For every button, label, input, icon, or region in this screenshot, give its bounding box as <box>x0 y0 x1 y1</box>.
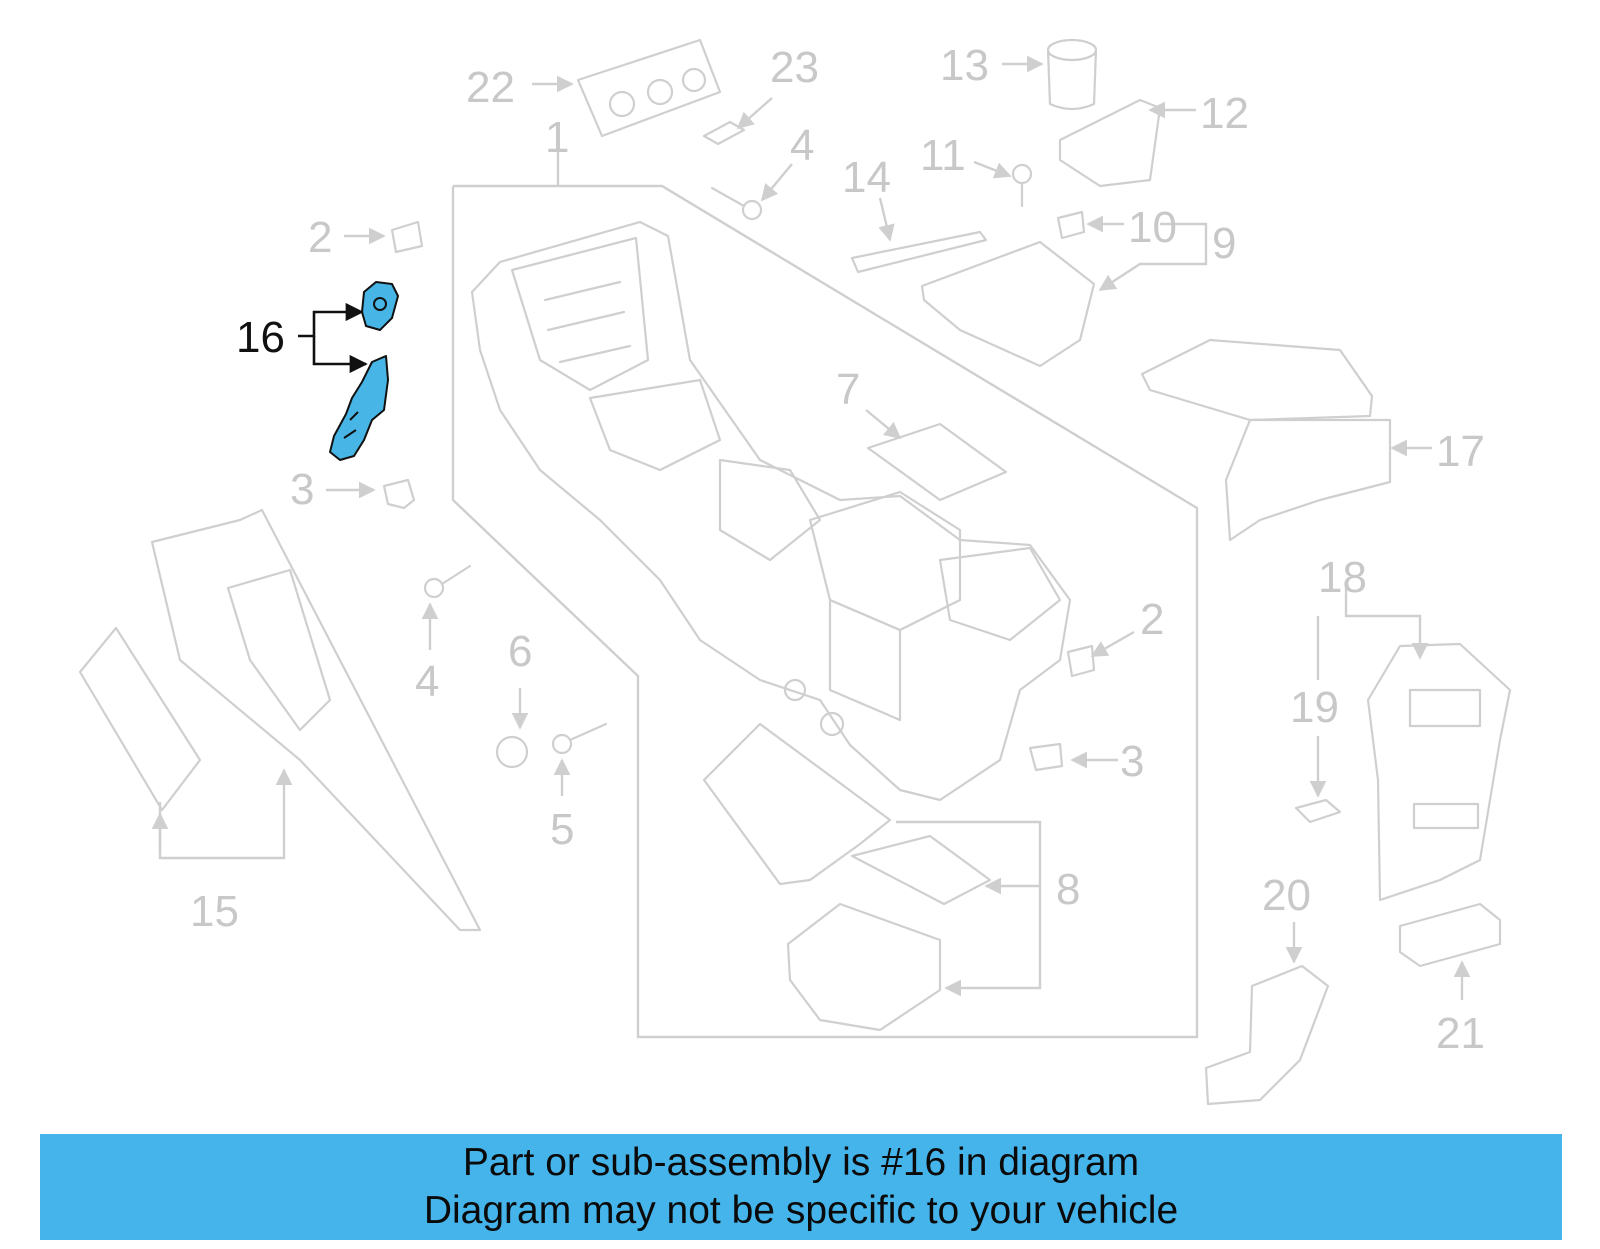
part-8-trays <box>702 722 992 1032</box>
callout-labels: 22 23 1 4 13 12 11 14 10 9 2 16 3 4 6 5 … <box>190 41 1485 1058</box>
center-console-body <box>470 220 1072 802</box>
callout-5: 5 <box>550 805 574 854</box>
part-7-mat <box>866 422 1008 502</box>
callout-17: 17 <box>1436 427 1485 476</box>
callout-19: 19 <box>1290 683 1339 732</box>
part-21-vent <box>1398 902 1502 968</box>
callout-20: 20 <box>1262 871 1311 920</box>
part-16-upper-bracket <box>361 281 399 331</box>
callout-4-top: 4 <box>790 121 814 170</box>
part-3-clip-left <box>382 478 416 510</box>
part-16-lower-bracket <box>329 355 389 461</box>
callout-16: 16 <box>236 313 285 362</box>
part-16-bracket <box>329 281 399 461</box>
banner-line-disclaimer: Diagram may not be specific to your vehi… <box>423 1189 1179 1232</box>
part-16-lower-detail <box>343 411 359 439</box>
part-15-side-trim <box>78 508 482 932</box>
callout-22: 22 <box>466 63 515 112</box>
part-16-upper-hole <box>373 297 387 311</box>
part-16-leader <box>298 302 368 374</box>
banner-line-part: Part or sub-assembly is #16 in diagram <box>462 1141 1140 1184</box>
part-11-bolt <box>1011 163 1033 208</box>
assembly-outline <box>451 140 1199 1039</box>
callout-2-right: 2 <box>1140 595 1164 644</box>
part-14-strip <box>850 230 988 274</box>
callout-2-left: 2 <box>308 213 332 262</box>
callout-6: 6 <box>508 627 532 676</box>
callout-18: 18 <box>1318 553 1367 602</box>
part-2-clip-right <box>1066 644 1096 678</box>
part-18-rear-panel <box>1366 642 1512 902</box>
callout-12: 12 <box>1200 89 1249 138</box>
callout-8: 8 <box>1056 865 1080 914</box>
callout-21: 21 <box>1436 1009 1485 1058</box>
callout-23: 23 <box>770 43 819 92</box>
callout-3-left: 3 <box>290 465 314 514</box>
part-13-cup <box>1046 38 1098 111</box>
callout-11: 11 <box>920 131 966 180</box>
part-4-screw-left <box>423 564 472 599</box>
part-10-clip <box>1056 210 1086 240</box>
callout-10: 10 <box>1128 203 1177 252</box>
part-19-clip <box>1294 798 1342 824</box>
callout-3-right: 3 <box>1120 737 1144 786</box>
part-2-clip-left <box>390 220 424 254</box>
part-6-ring <box>495 735 529 769</box>
part-5-screw <box>551 722 608 755</box>
part-22-control-panel <box>576 38 722 138</box>
callout-7: 7 <box>836 365 860 414</box>
callout-1: 1 <box>545 113 569 162</box>
part-9-tray <box>920 240 1096 368</box>
callout-9: 9 <box>1212 219 1236 268</box>
callout-13: 13 <box>940 41 989 90</box>
part-23-clip <box>702 120 746 146</box>
part-20-duct <box>1204 964 1330 1106</box>
callout-15: 15 <box>190 887 239 936</box>
info-banner: Part or sub-assembly is #16 in diagram D… <box>40 1134 1562 1240</box>
part-17-armrest <box>1140 338 1392 542</box>
callout-4-left: 4 <box>415 657 439 706</box>
part-12-bezel <box>1058 98 1162 188</box>
callout-14: 14 <box>842 153 891 202</box>
part-4-screw-top <box>710 186 763 221</box>
leader-lines <box>151 55 1471 1000</box>
parts-diagram: 22 23 1 4 13 12 11 14 10 9 2 16 3 4 6 5 … <box>78 38 1512 1106</box>
part-3-clip-right <box>1028 742 1064 772</box>
